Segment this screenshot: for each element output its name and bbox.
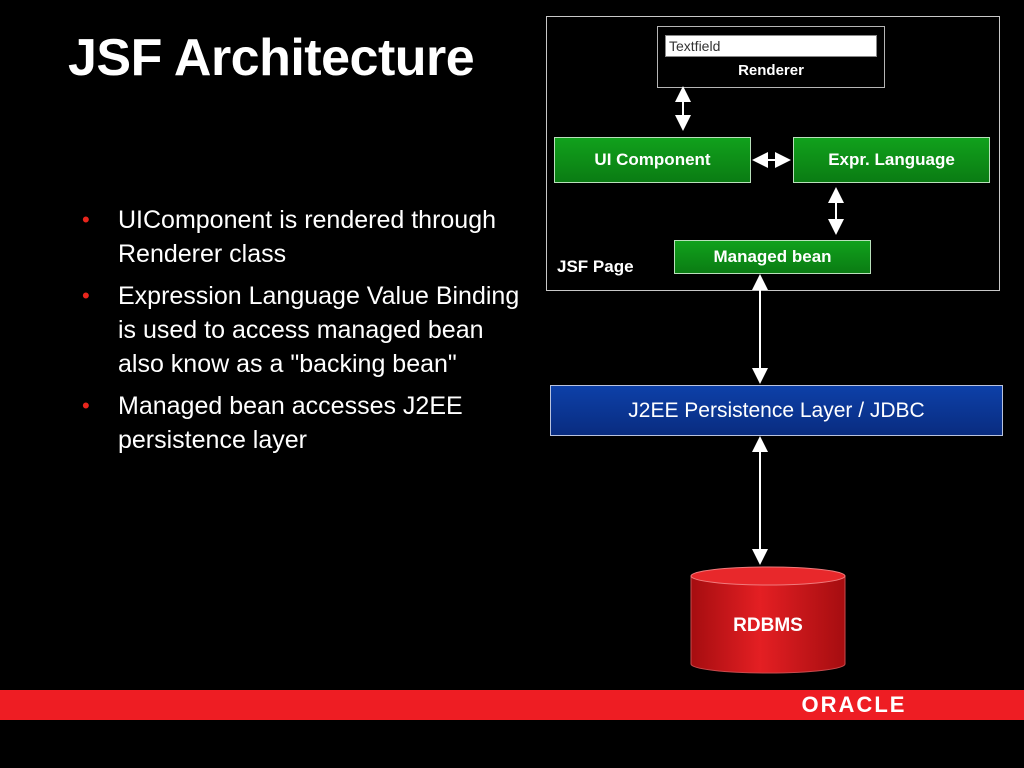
expr-language-label: Expr. Language xyxy=(828,150,955,169)
bullet-item: • UIComponent is rendered through Render… xyxy=(80,203,530,271)
expr-language-box: Expr. Language xyxy=(793,137,990,183)
bullet-dot-icon: • xyxy=(82,207,90,232)
bullet-text: Managed bean accesses J2EE persistence l… xyxy=(118,392,463,454)
bullet-dot-icon: • xyxy=(82,393,90,418)
renderer-label: Renderer xyxy=(738,62,804,79)
persistence-layer-box: J2EE Persistence Layer / JDBC xyxy=(550,385,1003,436)
managed-bean-label: Managed bean xyxy=(713,247,832,266)
bullet-text: UIComponent is rendered through Renderer… xyxy=(118,206,497,268)
jsf-page-label: JSF Page xyxy=(557,257,634,276)
database-cylinder-icon xyxy=(690,566,846,674)
jsf-page-container xyxy=(546,16,1000,291)
bullet-list: • UIComponent is rendered through Render… xyxy=(80,203,530,465)
bullet-dot-icon: • xyxy=(82,283,90,308)
bullet-text: Expression Language Value Binding is use… xyxy=(118,282,520,378)
ui-component-label: UI Component xyxy=(594,150,711,169)
bullet-item: • Expression Language Value Binding is u… xyxy=(80,279,530,381)
bullet-item: • Managed bean accesses J2EE persistence… xyxy=(80,389,530,457)
footer-red-bar xyxy=(0,690,1024,720)
slide-title: JSF Architecture xyxy=(68,29,475,87)
persistence-layer-label: J2EE Persistence Layer / JDBC xyxy=(628,398,925,422)
oracle-logo: ORACLE xyxy=(801,692,907,717)
rdbms-label: RDBMS xyxy=(733,615,803,636)
textfield-sample: Textfield xyxy=(665,35,877,57)
managed-bean-box: Managed bean xyxy=(674,240,871,274)
ui-component-box: UI Component xyxy=(554,137,751,183)
